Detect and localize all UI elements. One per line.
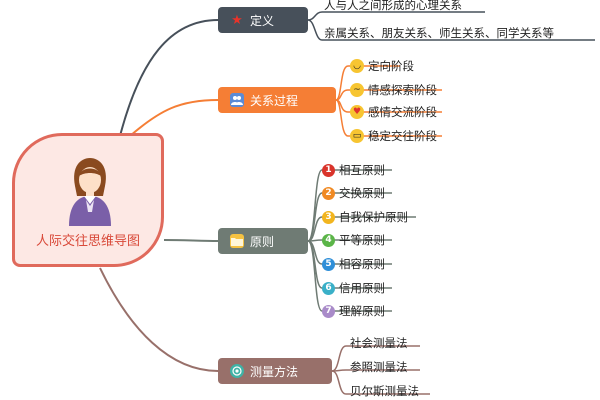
grin-emoji-icon: ▭	[350, 129, 364, 143]
leaf-measurement-2[interactable]: 参照测量法	[350, 359, 408, 375]
heart-eyes-emoji-icon: ♥	[350, 105, 364, 119]
folder-icon	[230, 234, 244, 248]
leaf-definition-2[interactable]: 亲属关系、朋友关系、师生关系、同学关系等	[324, 25, 554, 41]
leaf-label: 自我保护原则	[339, 210, 408, 224]
central-topic[interactable]: 人际交往思维导图	[12, 133, 164, 267]
branch-principles[interactable]: 原则	[218, 228, 308, 254]
leaf-principle-6[interactable]: 6 信用原则	[322, 280, 385, 296]
person-avatar-icon	[69, 158, 111, 226]
leaf-label: 情感探索阶段	[368, 83, 437, 97]
leaf-principle-4[interactable]: 4 平等原则	[322, 232, 385, 248]
leaf-principle-7[interactable]: 7 理解原则	[322, 303, 385, 319]
leaf-label: 相容原则	[339, 257, 385, 271]
branch-label: 测量方法	[250, 364, 299, 379]
number-badge-icon: 3	[322, 210, 335, 224]
leaf-label: 参照测量法	[350, 360, 408, 374]
leaf-process-1[interactable]: ◡ 定向阶段	[350, 58, 414, 74]
leaf-label: 相互原则	[339, 163, 385, 177]
leaf-principle-2[interactable]: 2 交换原则	[322, 185, 385, 201]
leaf-label: 人与人之间形成的心理关系	[324, 0, 462, 12]
leaf-label: 理解原则	[339, 304, 385, 318]
leaf-label: 稳定交往阶段	[368, 129, 437, 143]
leaf-label: 感情交流阶段	[368, 105, 437, 119]
star-icon: ★	[231, 12, 243, 28]
leaf-principle-3[interactable]: 3 自我保护原则	[322, 209, 408, 225]
branch-measurement[interactable]: 测量方法	[218, 358, 332, 384]
branch-process[interactable]: 关系过程	[218, 87, 336, 113]
smile-emoji-icon: ◡	[350, 59, 364, 73]
leaf-definition-1[interactable]: 人与人之间形成的心理关系	[324, 0, 462, 13]
leaf-label: 交换原则	[339, 186, 385, 200]
leaf-label: 贝尔斯测量法	[350, 384, 419, 398]
leaf-principle-1[interactable]: 1 相互原则	[322, 162, 385, 178]
number-badge-icon: 5	[322, 257, 335, 271]
number-badge-icon: 7	[322, 304, 335, 318]
branch-label: 定义	[250, 13, 275, 28]
branch-label: 原则	[250, 234, 275, 249]
leaf-label: 亲属关系、朋友关系、师生关系、同学关系等	[324, 26, 554, 40]
branch-label: 关系过程	[250, 93, 299, 108]
leaf-label: 定向阶段	[368, 59, 414, 73]
central-title: 人际交往思维导图	[35, 234, 140, 249]
leaf-principle-5[interactable]: 5 相容原则	[322, 256, 385, 272]
number-badge-icon: 2	[322, 186, 335, 200]
branch-definition[interactable]: ★ 定义	[218, 7, 308, 33]
thinking-emoji-icon: ~	[350, 83, 364, 97]
leaf-process-2[interactable]: ~ 情感探索阶段	[350, 82, 437, 98]
leaf-label: 信用原则	[339, 281, 385, 295]
leaf-label: 社会测量法	[350, 336, 408, 350]
people-icon	[230, 93, 244, 107]
number-badge-icon: 4	[322, 233, 335, 247]
leaf-process-3[interactable]: ♥ 感情交流阶段	[350, 104, 437, 120]
number-badge-icon: 1	[322, 163, 335, 177]
leaf-measurement-1[interactable]: 社会测量法	[350, 335, 408, 351]
leaf-process-4[interactable]: ▭ 稳定交往阶段	[350, 128, 437, 144]
leaf-measurement-3[interactable]: 贝尔斯测量法	[350, 383, 419, 399]
target-icon	[230, 364, 244, 378]
number-badge-icon: 6	[322, 281, 335, 295]
leaf-label: 平等原则	[339, 233, 385, 247]
